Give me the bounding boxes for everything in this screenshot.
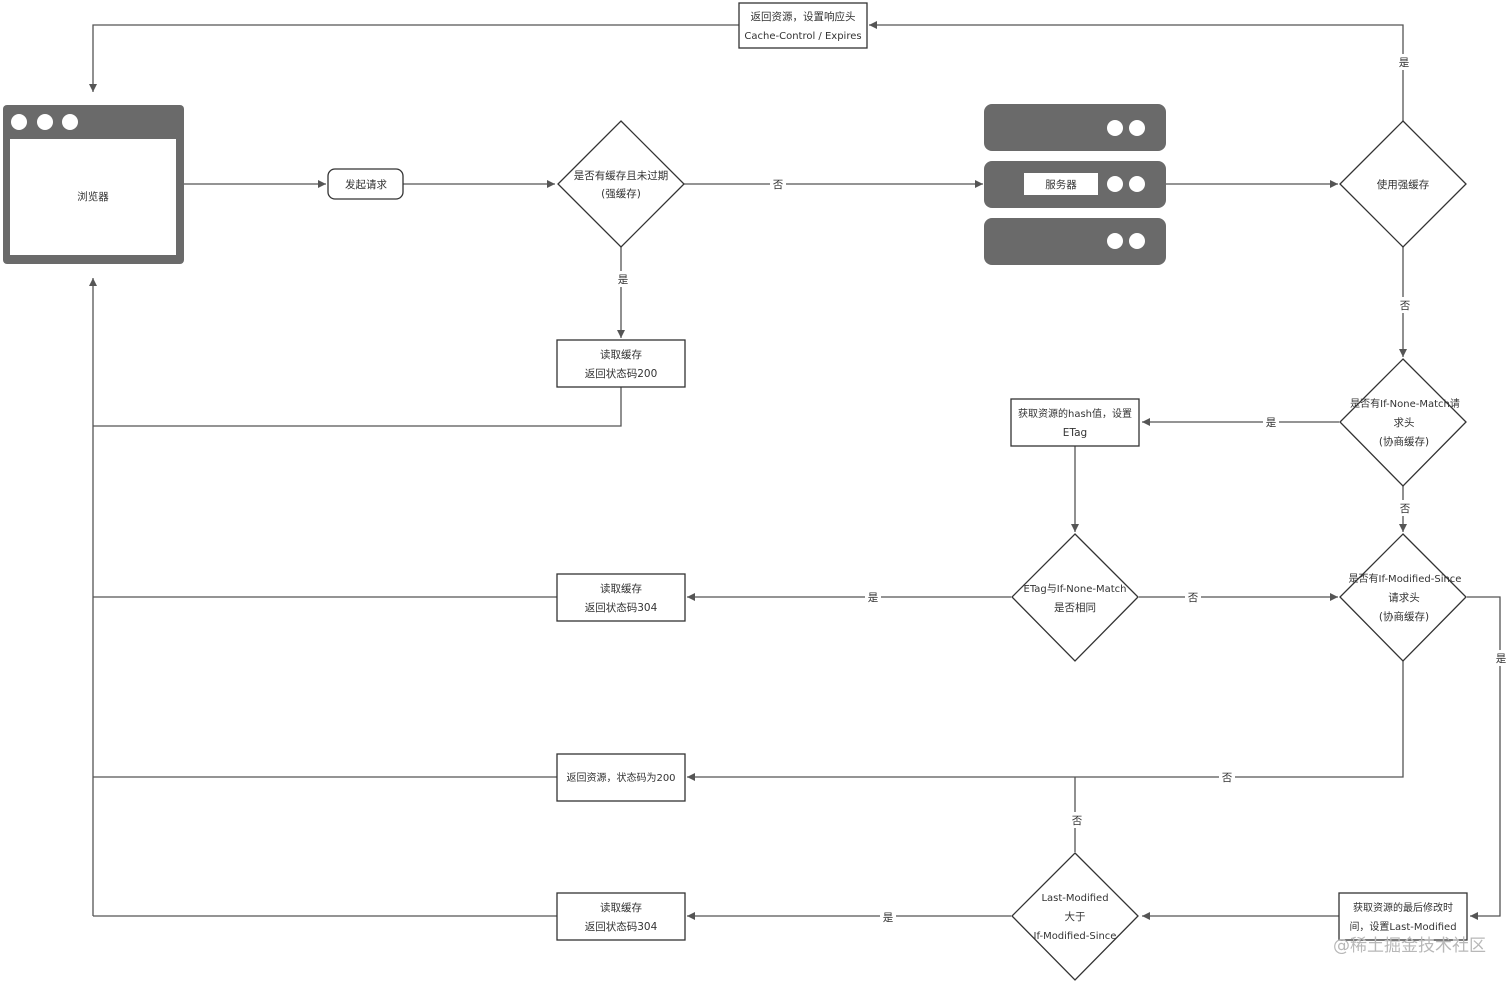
if-modified-since-node: 是否有If-Modified-Since 请求头 (协商缓存)	[1339, 533, 1467, 662]
strong-cache-check-line1: 是否有缓存且未过期	[574, 169, 669, 182]
get-hash-etag-node: 获取资源的hash值，设置 ETag	[1010, 398, 1140, 447]
etag-compare-line2: 是否相同	[1054, 601, 1096, 614]
if-modified-since-line2: 请求头	[1388, 591, 1420, 604]
read-cache-304b-line1: 读取缓存	[600, 901, 642, 914]
edge-ims-lastmod	[1467, 596, 1501, 920]
window-dot-icon	[11, 114, 27, 130]
label-yes-lmcompare: 是	[883, 912, 894, 924]
server-label-box	[1024, 173, 1098, 195]
get-hash-etag-line1: 获取资源的hash值，设置	[1018, 407, 1132, 420]
send-request-node: 发起请求	[327, 168, 404, 200]
label-no-check: 否	[773, 179, 784, 191]
read-cache-200-line1: 读取缓存	[600, 348, 642, 361]
read-cache-304a-line1: 读取缓存	[600, 582, 642, 595]
if-none-match-line3: (协商缓存)	[1379, 435, 1429, 448]
window-dot-icon	[62, 114, 78, 130]
last-modified-compare-line2: 大于	[1065, 910, 1086, 923]
return-headers-line1: 返回资源，设置响应头	[751, 10, 856, 23]
label-no-lmcompare: 否	[1072, 815, 1083, 827]
connectors	[89, 21, 1501, 920]
read-cache-304a-node: 读取缓存 返回状态码304	[556, 573, 686, 622]
use-strong-cache-node: 使用强缓存	[1339, 120, 1467, 248]
label-no-ims: 否	[1222, 772, 1233, 784]
strong-cache-check-node: 是否有缓存且未过期 (强缓存)	[557, 120, 685, 248]
read-cache-200-node: 读取缓存 返回状态码200	[556, 339, 686, 388]
watermark: @稀土掘金技术社区	[1333, 936, 1486, 956]
label-yes-compare: 是	[868, 592, 879, 604]
last-modified-compare-line3: If-Modified-Since	[1034, 931, 1117, 942]
label-yes-strong: 是	[1399, 57, 1410, 69]
last-modified-compare-line1: Last-Modified	[1041, 893, 1108, 904]
get-hash-etag-line2: ETag	[1063, 427, 1087, 439]
use-strong-cache-label: 使用强缓存	[1377, 178, 1430, 191]
return-headers-line2: Cache-Control / Expires	[744, 31, 861, 42]
label-no-usestrong: 否	[1400, 300, 1411, 312]
server-rack-bottom	[984, 218, 1166, 265]
etag-compare-line1: ETag与If-None-Match	[1024, 583, 1127, 595]
get-last-modified-line1: 获取资源的最后修改时	[1353, 901, 1453, 914]
edge-headers-to-browser	[89, 24, 739, 92]
server-light-icon	[1129, 233, 1145, 249]
server-label: 服务器	[1045, 178, 1077, 191]
server-light-icon	[1129, 120, 1145, 136]
if-none-match-line1: 是否有If-None-Match请	[1350, 397, 1460, 410]
server-light-icon	[1107, 176, 1123, 192]
browser-label: 浏览器	[77, 190, 109, 203]
edge-ims-return200	[687, 661, 1404, 781]
server-light-icon	[1107, 233, 1123, 249]
edge-strong-yes	[869, 21, 1404, 121]
browser-node: 浏览器	[3, 105, 184, 264]
label-no-compare: 否	[1188, 592, 1199, 604]
edge-labels: 是 否 是 否 是 否 是 否 是 否 否 是	[615, 54, 1509, 925]
label-no-inm: 否	[1400, 503, 1411, 515]
read-cache-200-line2: 返回状态码200	[585, 367, 658, 380]
window-dot-icon	[37, 114, 53, 130]
edge-read200-browser	[93, 387, 622, 427]
server-rack-top	[984, 104, 1166, 151]
browser-viewport	[10, 139, 176, 255]
if-modified-since-line1: 是否有If-Modified-Since	[1349, 572, 1462, 585]
server-node: 服务器	[984, 104, 1166, 265]
last-modified-compare-node: Last-Modified 大于 If-Modified-Since	[1011, 852, 1139, 981]
return-200-label: 返回资源，状态码为200	[566, 771, 675, 784]
server-light-icon	[1129, 176, 1145, 192]
send-request-label: 发起请求	[345, 178, 387, 191]
read-cache-304b-node: 读取缓存 返回状态码304	[556, 892, 686, 941]
return-200-node: 返回资源，状态码为200	[556, 753, 686, 802]
server-light-icon	[1107, 120, 1123, 136]
etag-compare-node: ETag与If-None-Match 是否相同	[1011, 533, 1139, 662]
label-yes-inm: 是	[1266, 417, 1277, 429]
strong-cache-check-line2: (强缓存)	[601, 187, 641, 200]
return-headers-node: 返回资源，设置响应头 Cache-Control / Expires	[738, 2, 868, 49]
label-yes-ims: 是	[1496, 653, 1507, 665]
read-cache-304a-line2: 返回状态码304	[585, 601, 658, 614]
get-last-modified-line2: 间，设置Last-Modified	[1349, 920, 1456, 933]
read-cache-304b-line2: 返回状态码304	[585, 920, 658, 933]
if-none-match-node: 是否有If-None-Match请 求头 (协商缓存)	[1339, 358, 1467, 487]
get-last-modified-node: 获取资源的最后修改时 间，设置Last-Modified	[1338, 892, 1468, 941]
if-modified-since-line3: (协商缓存)	[1379, 610, 1429, 623]
if-none-match-line2: 求头	[1394, 417, 1415, 429]
label-yes-check: 是	[618, 274, 629, 286]
